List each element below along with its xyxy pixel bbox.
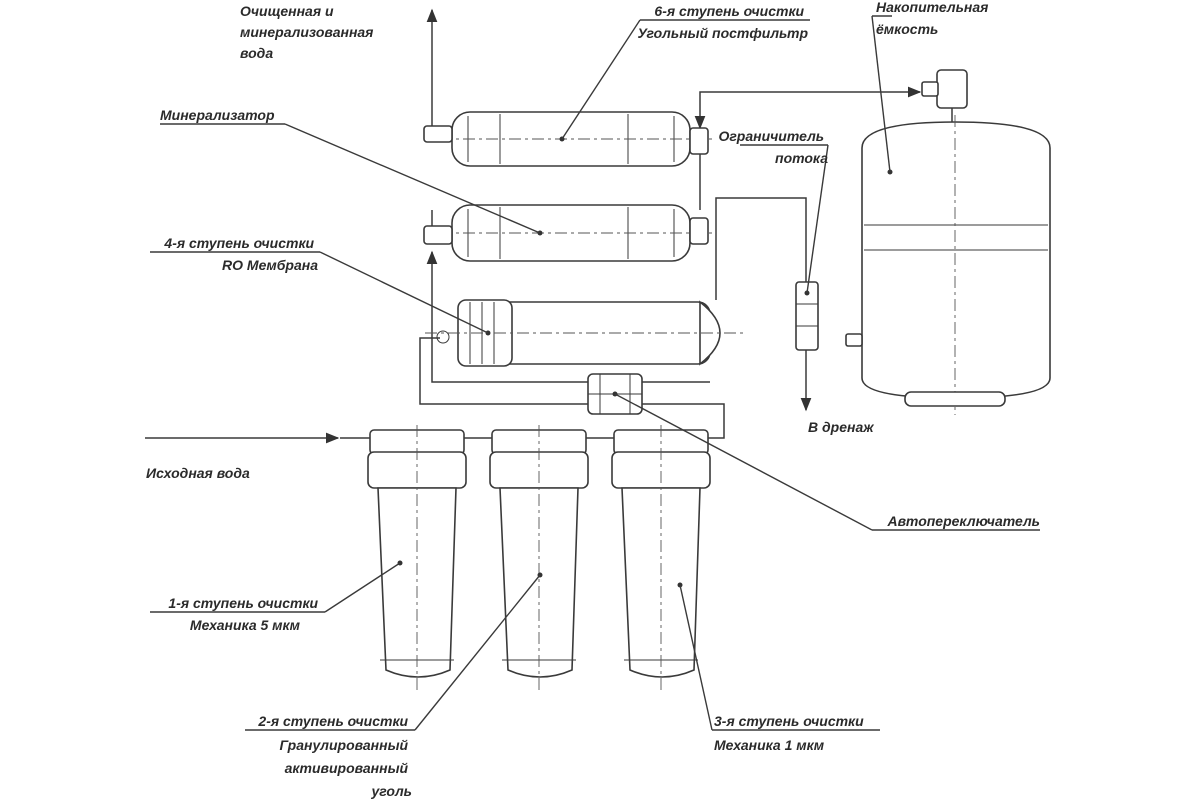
storage-tank xyxy=(845,69,1051,415)
label-stage4: 4-я ступень очистки RO Мембрана xyxy=(163,235,318,273)
label-flow-restrictor: Ограничитель потока xyxy=(718,128,828,166)
label-stage1: 1-я ступень очистки Механика 5 мкм xyxy=(168,595,322,633)
label-tank: Накопительная ёмкость xyxy=(876,0,992,37)
prefilter-housings xyxy=(340,425,712,690)
mineralizer xyxy=(423,204,712,262)
ro-membrane xyxy=(425,299,745,367)
label-stage3: 3-я ступень очистки Механика 1 мкм xyxy=(714,713,868,753)
leader-lines xyxy=(150,15,1040,731)
label-auto-switch: Автопереключатель xyxy=(887,513,1040,529)
housing-stage2 xyxy=(489,425,589,690)
flow-restrictor xyxy=(795,281,819,351)
labels: Очищенная и минерализованная вода 6-я ст… xyxy=(146,0,1040,799)
label-drain: В дренаж xyxy=(808,419,874,435)
label-purified-water: Очищенная и минерализованная вода xyxy=(240,3,377,61)
label-mineralizer: Минерализатор xyxy=(160,107,275,123)
stage6-carbon-postfilter xyxy=(423,111,712,167)
label-stage6: 6-я ступень очистки Угольный постфильтр xyxy=(638,3,809,41)
label-source-water: Исходная вода xyxy=(146,465,250,481)
housing-stage1 xyxy=(367,425,467,690)
housing-stage3 xyxy=(611,425,711,690)
label-stage2: 2-я ступень очистки Гранулированный акти… xyxy=(257,713,412,799)
piping xyxy=(145,8,953,444)
